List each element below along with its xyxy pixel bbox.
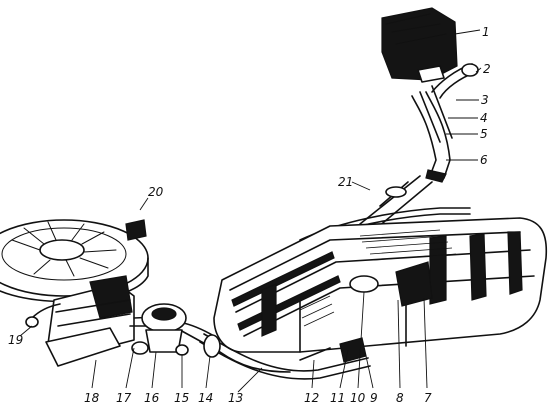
label-3: 3 [481,93,489,107]
label-11: 11 [330,391,345,405]
label-2: 2 [483,62,491,76]
label-18: 18 [84,391,100,405]
callout-lines [19,29,482,393]
label-7: 7 [424,391,432,405]
label-6: 6 [480,153,488,167]
label-8: 8 [396,391,404,405]
carburetor-assembly [25,275,189,367]
label-21: 21 [338,175,353,189]
label-4: 4 [480,111,488,125]
label-19: 19 [8,333,23,347]
part-labels: 1 2 3 4 5 6 7 8 9 10 11 12 13 14 15 16 1… [8,25,491,405]
label-5: 5 [480,127,488,141]
label-12: 12 [304,391,319,405]
fuel-tank [213,217,548,363]
filler-cap-housing [381,7,458,83]
label-17: 17 [116,391,132,405]
label-13: 13 [228,391,243,405]
label-1: 1 [482,25,490,39]
label-15: 15 [174,391,189,405]
label-9: 9 [370,391,378,405]
label-20: 20 [148,185,164,199]
label-10: 10 [350,391,366,405]
label-14: 14 [198,391,213,405]
label-16: 16 [144,391,160,405]
